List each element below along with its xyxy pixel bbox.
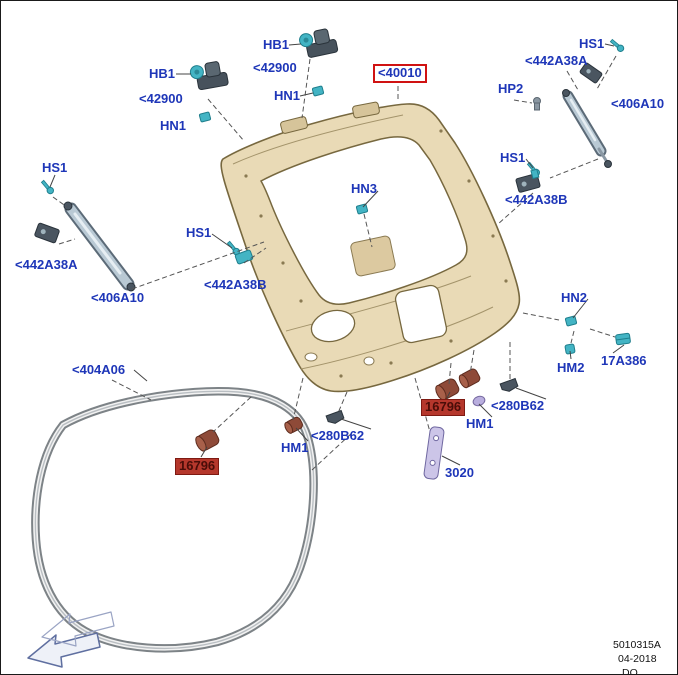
nut-hn1-top — [311, 85, 325, 97]
clip-280b62-right — [499, 377, 519, 392]
part-label-42900-top[interactable]: <42900 — [253, 60, 297, 75]
doc-cutoff-text: DO — [622, 667, 638, 675]
clip-17a386 — [615, 332, 631, 346]
part-label-hn1-top[interactable]: HN1 — [274, 88, 301, 103]
part-label-hn1-left[interactable]: HN1 — [160, 118, 187, 133]
ball-stud-hp2 — [533, 97, 541, 111]
doc-ref-code: 5010315A — [613, 639, 661, 651]
bracket-442a38a-left — [34, 222, 60, 244]
part-label-280b62-center[interactable]: <280B62 — [311, 428, 365, 443]
part-label-280b62-right[interactable]: <280B62 — [491, 398, 545, 413]
part-label-hs1-right-mid[interactable]: HS1 — [500, 150, 526, 165]
bumper-hm1-center — [284, 416, 303, 434]
part-label-406a10-left[interactable]: <406A10 — [91, 290, 145, 305]
bracket-442a38b-right — [515, 168, 541, 193]
part-label-3020[interactable]: 3020 — [445, 465, 474, 480]
part-label-442a38b-center[interactable]: <442A38B — [204, 277, 267, 292]
part-label-16796-left-selected[interactable]: 16796 — [175, 458, 220, 476]
nut-hn2 — [564, 315, 578, 327]
part-label-hb1-left[interactable]: HB1 — [149, 66, 176, 81]
part-label-406a10-right[interactable]: <406A10 — [611, 96, 665, 111]
leader-ticks-solid — [49, 43, 625, 466]
direction-arrow — [27, 611, 115, 668]
gas-strut-right — [562, 89, 612, 168]
part-label-17a386[interactable]: 17A386 — [601, 353, 647, 368]
part-label-hm1-center[interactable]: HM1 — [281, 440, 309, 455]
part-label-442a38a-right[interactable]: <442A38A — [525, 53, 588, 68]
part-label-hp2[interactable]: HP2 — [498, 81, 524, 96]
hinge-assembly-left — [189, 61, 229, 91]
nut-hn1-left — [198, 111, 212, 123]
tailgate-panel-drawing — [220, 101, 521, 393]
part-label-442a38a-left[interactable]: <442A38A — [15, 257, 78, 272]
nut-hn3 — [355, 203, 369, 215]
bumper-16796-right-b — [458, 368, 481, 389]
part-label-hs1-top-right[interactable]: HS1 — [579, 36, 605, 51]
part-label-42900-left[interactable]: <42900 — [139, 91, 183, 106]
striker-strip-3020 — [423, 426, 445, 480]
bracket-442a38a-right — [579, 62, 603, 84]
clip-280b62-center — [325, 409, 345, 424]
doc-date: 04-2018 — [618, 653, 657, 665]
part-label-40010-selected[interactable]: <40010 — [373, 64, 427, 84]
part-label-hs1-center[interactable]: HS1 — [186, 225, 212, 240]
grommet-hm1-right — [472, 395, 486, 407]
hinge-assembly-top — [299, 28, 339, 58]
part-label-hn2[interactable]: HN2 — [561, 290, 588, 305]
bumper-16796-right-a — [435, 378, 460, 401]
screw-hs1-left-mid — [40, 179, 54, 195]
weatherstrip-seal-drawing — [31, 387, 318, 653]
part-label-hm2[interactable]: HM2 — [557, 360, 585, 375]
bumper-16796-left — [195, 429, 220, 452]
gas-strut-left — [63, 201, 136, 292]
leader-lines-dashed — [52, 55, 617, 471]
part-label-hm1-right[interactable]: HM1 — [466, 416, 494, 431]
part-label-hn3[interactable]: HN3 — [351, 181, 378, 196]
screw-hs1-top-right — [609, 38, 625, 52]
part-label-hs1-left-mid[interactable]: HS1 — [42, 160, 68, 175]
part-label-16796-right-selected[interactable]: 16796 — [421, 399, 466, 417]
part-label-hb1-top[interactable]: HB1 — [263, 37, 290, 52]
part-label-404a06[interactable]: <404A06 — [72, 362, 126, 377]
part-label-442a38b-right[interactable]: <442A38B — [505, 192, 568, 207]
